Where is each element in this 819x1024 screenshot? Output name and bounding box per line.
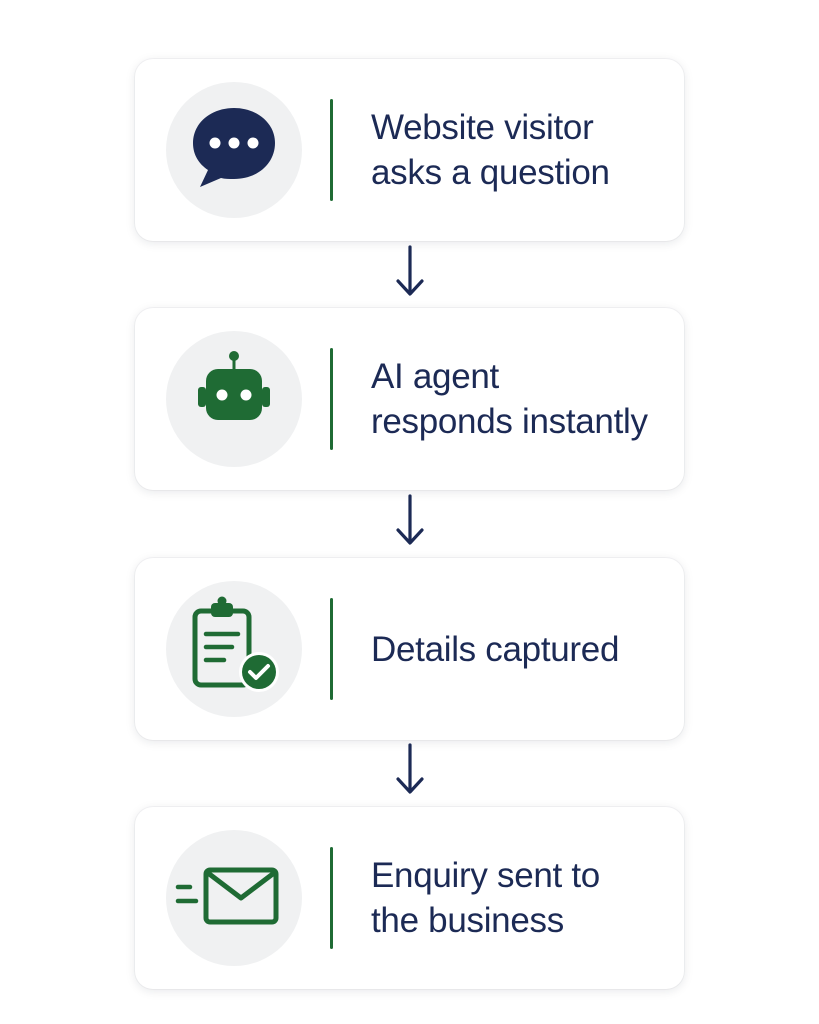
chat-bubble-icon (166, 82, 302, 218)
step-divider (330, 348, 333, 450)
step-label: Enquiry sent to the business (371, 856, 600, 940)
robot-icon (166, 331, 302, 467)
step-divider (330, 99, 333, 201)
step-card-ai-agent: AI agent responds instantly (135, 308, 684, 490)
envelope-send-icon (166, 830, 302, 966)
step-card-details-captured: Details captured (135, 558, 684, 740)
clipboard-check-icon (166, 581, 302, 717)
step-label: Website visitor asks a question (371, 108, 610, 192)
down-arrow-icon (393, 492, 427, 548)
down-arrow-icon (393, 243, 427, 299)
step-divider (330, 847, 333, 949)
step-card-enquiry-sent: Enquiry sent to the business (135, 807, 684, 989)
step-divider (330, 598, 333, 700)
step-card-visitor-question: Website visitor asks a question (135, 59, 684, 241)
down-arrow-icon (393, 741, 427, 797)
step-label: Details captured (371, 629, 620, 669)
step-label: AI agent responds instantly (371, 357, 648, 441)
